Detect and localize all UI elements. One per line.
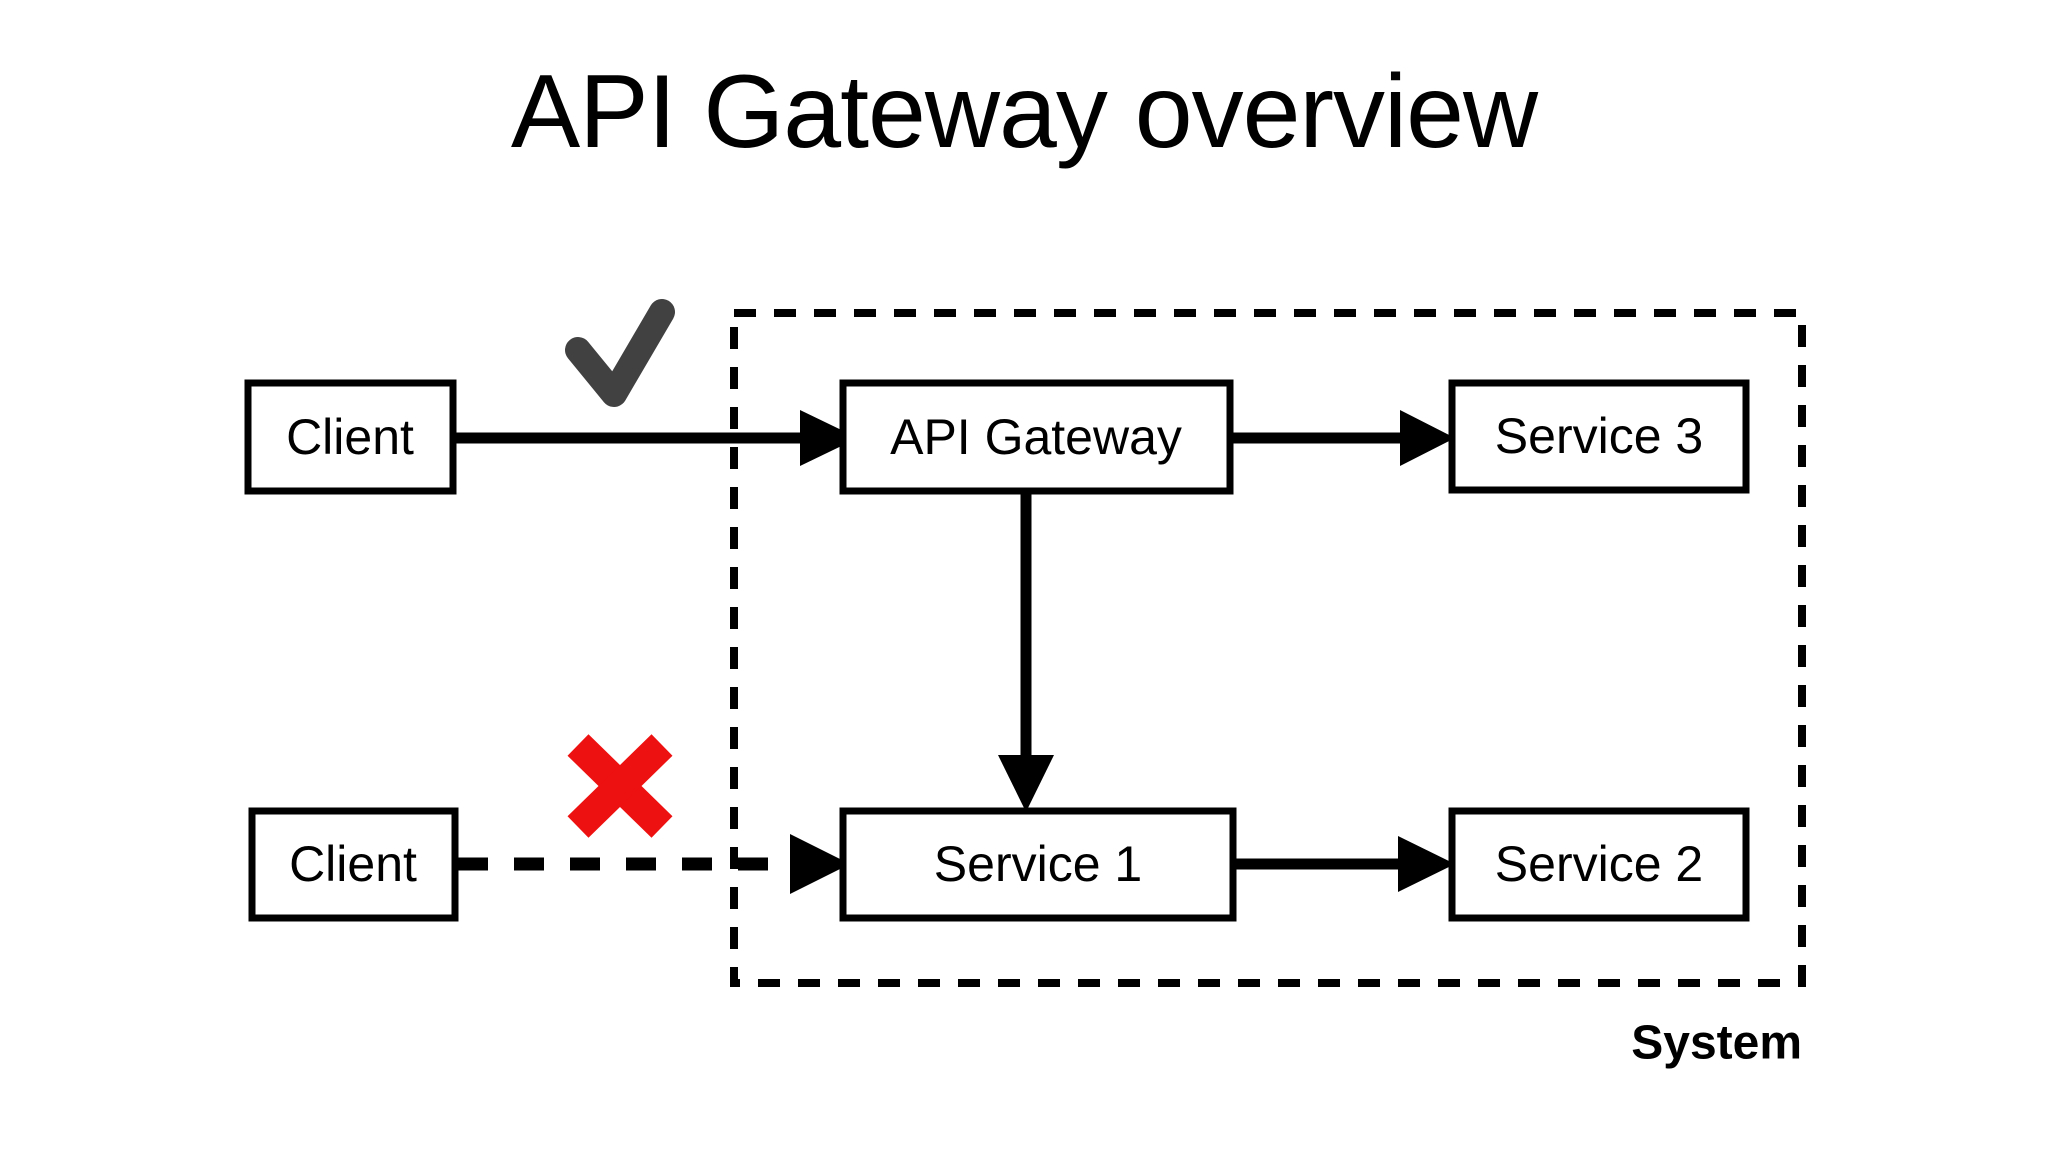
system-boundary <box>730 309 1806 987</box>
system-boundary-label: System <box>1631 1017 1802 1070</box>
check-icon <box>565 299 675 407</box>
edge-service-1-to-service-2 <box>1234 836 1455 892</box>
arrowhead-icon <box>1398 836 1455 892</box>
node-label: Service 2 <box>1495 836 1703 892</box>
edge-api-gateway-to-service-3 <box>1230 410 1455 466</box>
arrowhead-icon <box>1400 410 1455 466</box>
node-label: Service 1 <box>934 836 1142 892</box>
node-service-1[interactable]: Service 1 <box>839 807 1237 922</box>
cross-icon <box>567 734 673 838</box>
node-api-gateway[interactable]: API Gateway <box>839 379 1234 495</box>
node-service-3[interactable]: Service 3 <box>1448 379 1750 494</box>
edge-client-to-api-gateway <box>455 410 858 466</box>
node-client-top[interactable]: Client <box>244 379 457 495</box>
edge-client-to-service-1 <box>458 834 850 894</box>
node-label: Client <box>289 836 417 892</box>
arrowhead-icon <box>790 834 850 894</box>
node-client-bottom[interactable]: Client <box>248 807 459 922</box>
node-label: Client <box>286 409 414 465</box>
page-title: API Gateway overview <box>510 54 1538 170</box>
edge-api-gateway-to-service-1 <box>998 492 1054 812</box>
node-service-2[interactable]: Service 2 <box>1448 807 1750 922</box>
node-label: API Gateway <box>890 409 1182 465</box>
node-label: Service 3 <box>1495 408 1703 464</box>
arrowhead-icon <box>800 410 858 466</box>
arrowhead-icon <box>998 755 1054 812</box>
